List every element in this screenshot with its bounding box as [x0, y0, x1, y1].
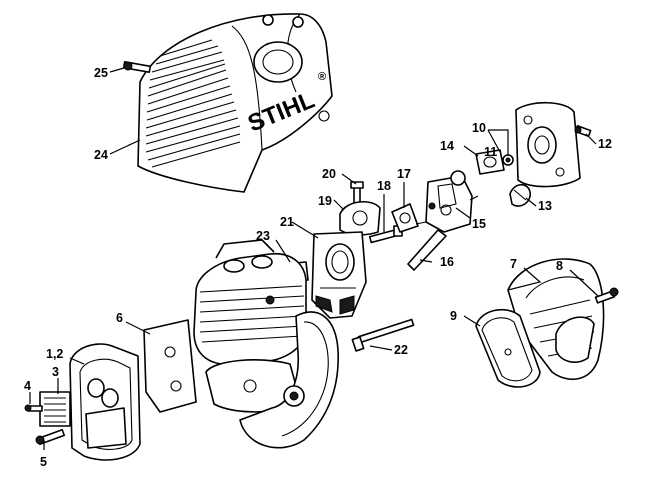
shroud-cover: STIHL ®	[137, 13, 333, 193]
callout-16: 16	[440, 255, 454, 269]
callout-20: 20	[322, 167, 336, 181]
screw-25	[122, 60, 152, 74]
callout-12: 12	[598, 137, 612, 151]
callout-23: 23	[256, 229, 270, 243]
brand-registered-mark: ®	[318, 71, 326, 83]
filter-element-9	[475, 308, 541, 388]
engine-block	[193, 239, 307, 413]
carburetor-15	[415, 170, 479, 233]
choke-lever-13	[509, 183, 531, 207]
screw-12	[574, 124, 592, 138]
gasket-14	[475, 149, 505, 175]
callout-11: 11	[484, 145, 497, 159]
screw-4	[24, 404, 43, 412]
callout-25: 25	[94, 66, 108, 80]
heat-shield-6	[143, 319, 197, 413]
callout-4: 4	[24, 379, 31, 393]
callout-21: 21	[280, 215, 294, 229]
callout-8: 8	[556, 259, 563, 273]
screw-8	[594, 287, 619, 304]
elbow-19	[339, 201, 381, 236]
callout-3: 3	[52, 365, 59, 379]
shroud-vents	[145, 39, 241, 168]
callout-labels: 25 24 20 19 18 17 10 14 11 12 13 15 21 2…	[24, 66, 612, 469]
callout-13: 13	[538, 199, 552, 213]
muffler-1-2	[69, 343, 141, 461]
filter-cover-7	[507, 258, 605, 380]
callout-1-2: 1,2	[46, 347, 63, 361]
callout-19: 19	[318, 194, 332, 208]
spark-screen-3	[39, 391, 71, 427]
callout-10: 10	[472, 121, 486, 135]
callout-22: 22	[394, 343, 408, 357]
callout-7: 7	[510, 257, 517, 271]
callout-5: 5	[40, 455, 47, 469]
callout-15: 15	[472, 217, 486, 231]
screw-5	[35, 428, 66, 446]
bolt-22	[351, 318, 415, 352]
callout-24: 24	[94, 148, 108, 162]
fuel-hose-16	[407, 229, 447, 271]
callout-18: 18	[377, 179, 391, 193]
callout-17: 17	[397, 167, 411, 181]
leader-lines	[29, 67, 599, 450]
callout-14: 14	[440, 139, 454, 153]
filter-base-10	[515, 101, 581, 188]
callout-6: 6	[116, 311, 123, 325]
callout-9: 9	[450, 309, 457, 323]
nut-11	[502, 154, 514, 166]
manifold-21	[311, 231, 367, 319]
fan-housing	[239, 311, 339, 449]
